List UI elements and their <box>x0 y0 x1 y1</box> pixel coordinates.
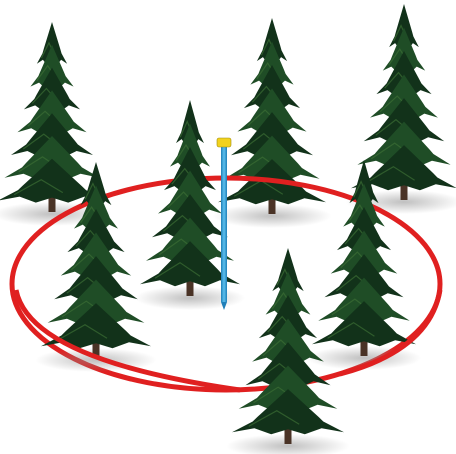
tree-foliage <box>0 22 106 203</box>
tree <box>135 100 245 310</box>
pole-cap <box>217 138 231 147</box>
tree-foliage <box>351 4 456 190</box>
tree <box>213 18 332 228</box>
tree-foliage <box>312 160 416 346</box>
